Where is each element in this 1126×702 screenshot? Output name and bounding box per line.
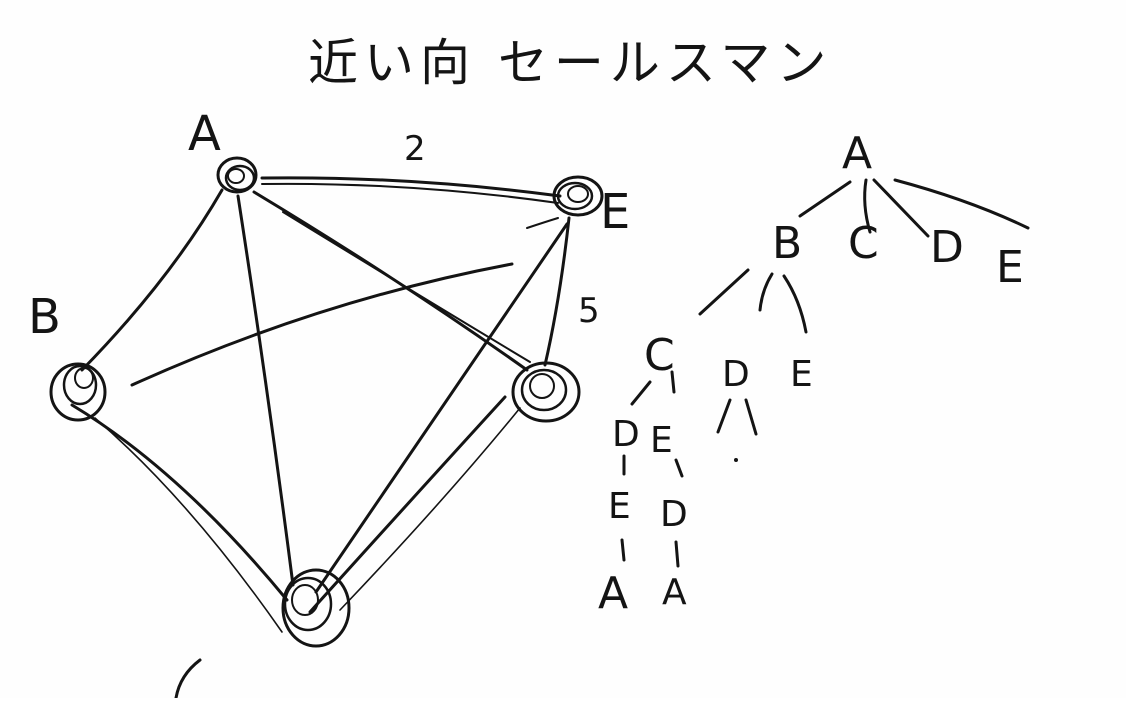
tree-l1-b: B (772, 218, 802, 269)
graph-edges (70, 176, 571, 633)
edge-a-c (236, 194, 295, 587)
node-d (511, 361, 581, 423)
tree-l1-d: D (930, 222, 964, 273)
edge-a-e (260, 176, 562, 198)
tree-l5-a-1: A (598, 568, 628, 619)
tree-root: A (842, 128, 872, 179)
node-e (552, 175, 604, 217)
page-title: 近い向 セールスマン (308, 34, 832, 92)
node-a (216, 156, 258, 194)
tree-l2-d: D (722, 354, 750, 395)
edge-b-c-2 (94, 417, 283, 633)
tree-l4-d: D (660, 494, 688, 535)
node-e-label: E (600, 184, 630, 240)
edge-e-tick (526, 217, 559, 229)
tree-l1-e: E (996, 242, 1024, 293)
node-a-label: A (188, 106, 221, 162)
tree-l2-e: E (790, 354, 813, 395)
node-b (49, 362, 107, 422)
edge-a-b (80, 188, 224, 372)
node-b-label: B (28, 289, 61, 345)
edge-e-d (543, 216, 571, 367)
tree-l4-e: E (608, 486, 631, 527)
node-c (281, 568, 351, 648)
partial-stroke (174, 658, 202, 700)
edge-b-d (130, 262, 514, 387)
search-tree: A B C D E C D E D E E D (598, 128, 1030, 619)
edge-c-d-2 (339, 407, 521, 611)
tree-l2-c: C (644, 330, 675, 381)
edge-d-e-weight: 5 (578, 291, 600, 331)
tree-l5-a-2: A (662, 572, 687, 613)
tree-l3-d: D (612, 414, 640, 455)
edge-e-c (314, 222, 569, 594)
tree-l1-c: C (848, 218, 879, 269)
tree-l3-e: E (650, 420, 673, 461)
edge-a-e-weight: 2 (404, 129, 426, 169)
edge-a-e-2 (261, 182, 559, 204)
